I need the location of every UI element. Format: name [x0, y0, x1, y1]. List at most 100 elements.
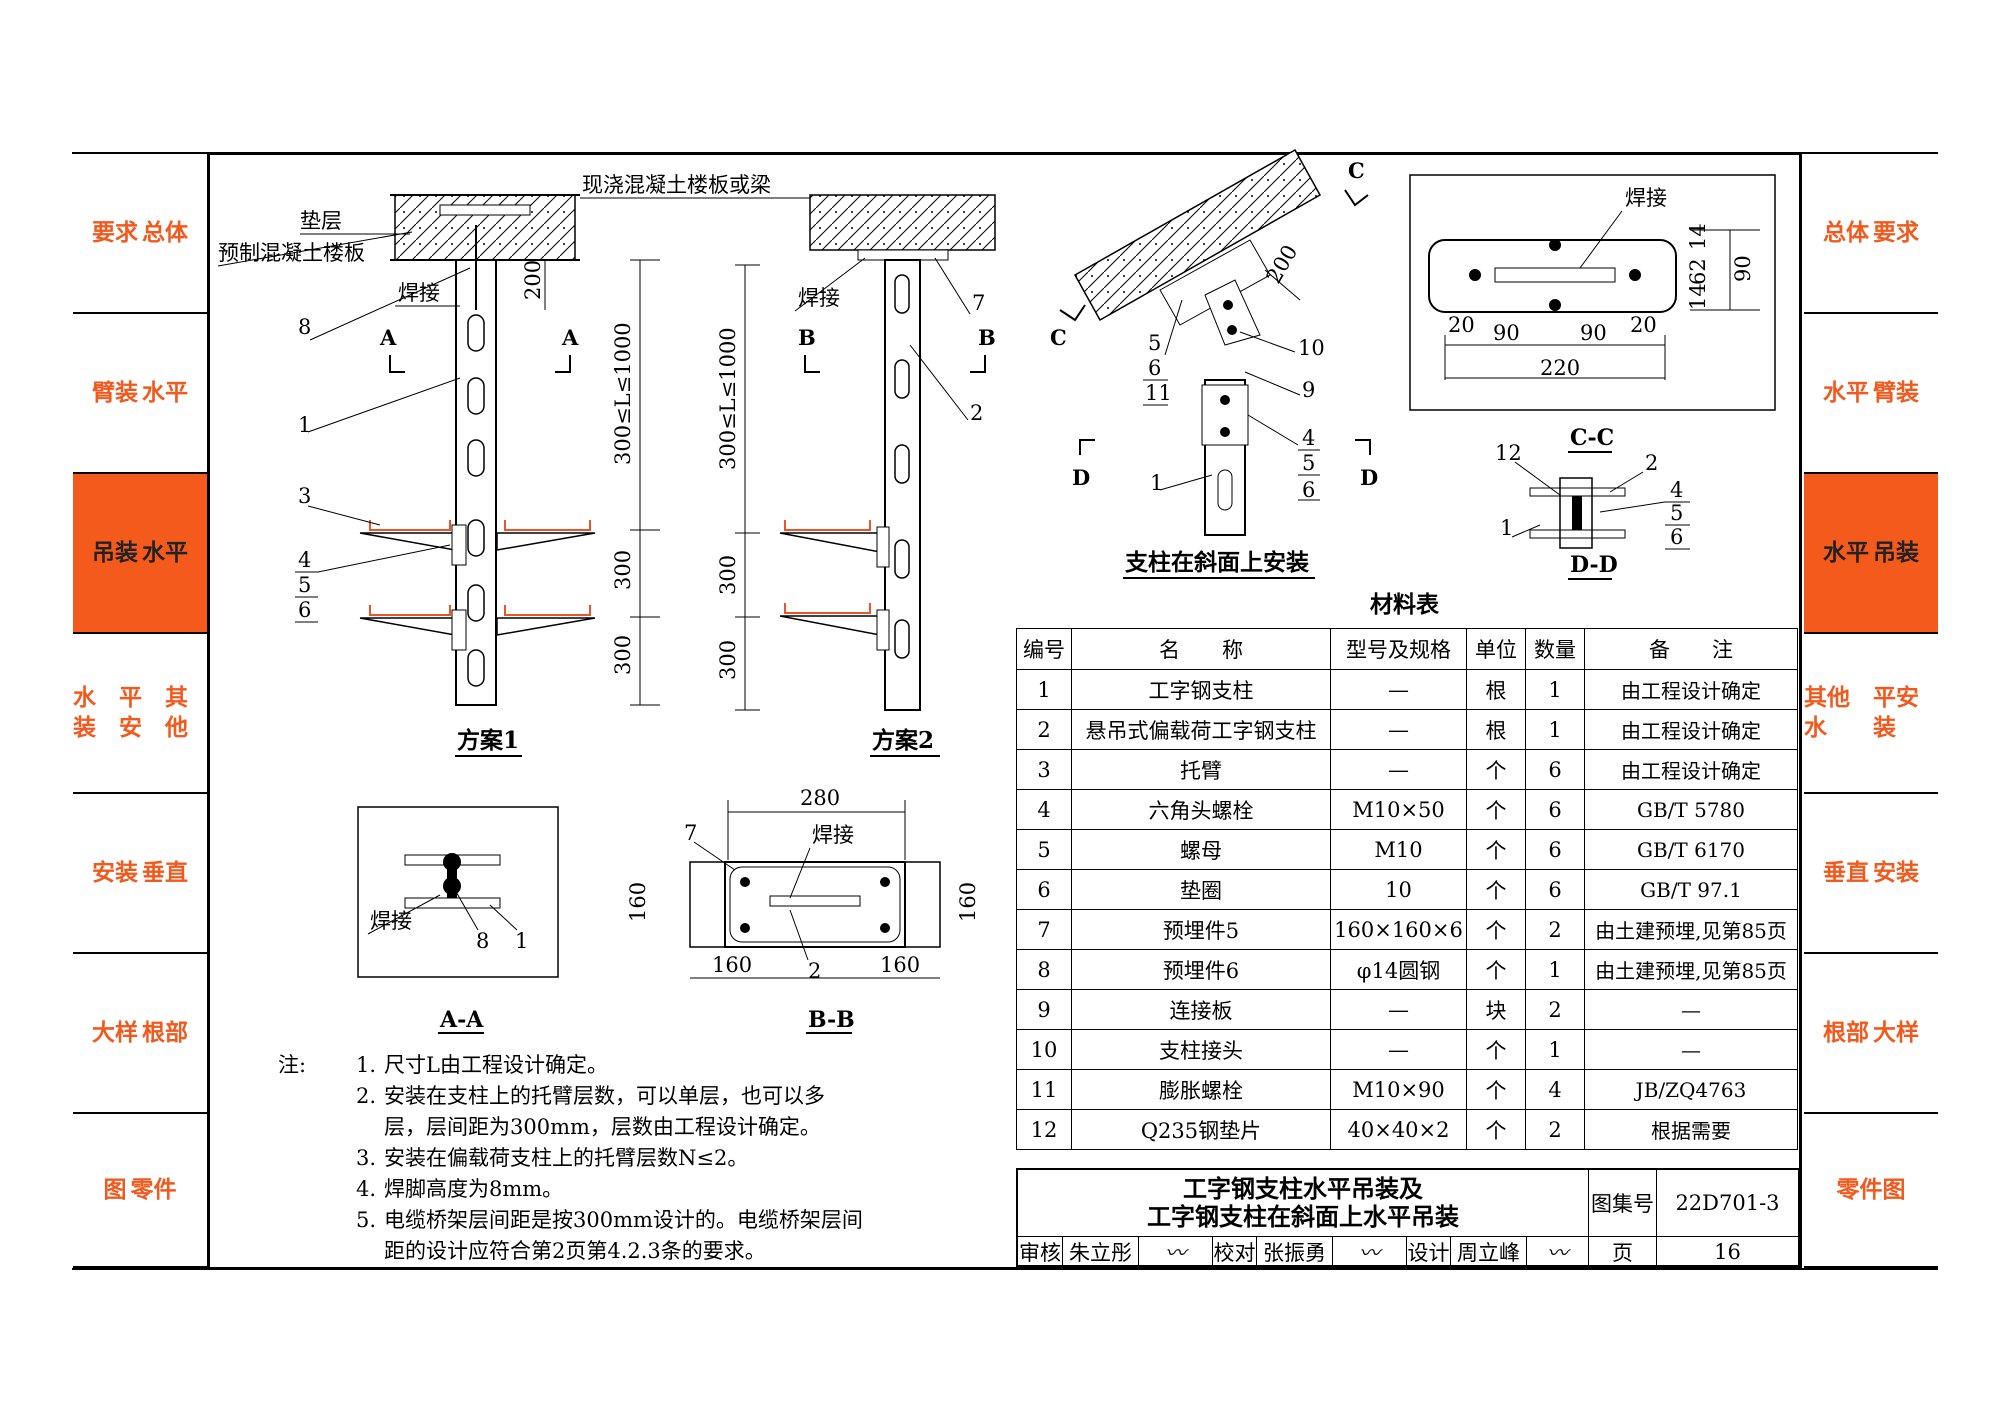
- col-name: 名 称: [1071, 628, 1331, 670]
- design-signature: 〰: [1526, 1236, 1588, 1267]
- material-cell: GB/T 5780: [1584, 789, 1798, 830]
- material-cell: 6: [1525, 829, 1585, 870]
- svg-text:5: 5: [1148, 331, 1161, 355]
- material-cell: 1: [1525, 709, 1585, 750]
- cc-section: 焊接 20 90 90 20 220 14 62 14 90 C-C: [1409, 174, 1776, 453]
- slope-title: 支柱在斜面上安装: [1124, 549, 1309, 576]
- material-cell: —: [1330, 749, 1467, 790]
- material-cell: 8: [1016, 949, 1072, 990]
- material-cell: 2: [1525, 1109, 1585, 1150]
- left-tab-vertical[interactable]: 垂直安装: [73, 792, 207, 952]
- bb-section: 280 160 160 160 160 焊接 7 2 B-B: [626, 786, 980, 1034]
- material-cell: 螺母: [1071, 829, 1331, 870]
- material-cell: —: [1584, 989, 1798, 1030]
- material-cell: 根据需要: [1584, 1109, 1798, 1150]
- cc-dim-14a: 14: [1686, 223, 1710, 250]
- svg-text:6: 6: [1148, 356, 1161, 380]
- right-tab-root[interactable]: 大样根部: [1804, 952, 1938, 1112]
- col-unit: 单位: [1466, 628, 1526, 670]
- svg-text:1: 1: [1500, 516, 1513, 540]
- aa-title: A-A: [439, 1007, 484, 1033]
- cc-dim-20a: 20: [1448, 313, 1475, 337]
- material-cell: GB/T 6170: [1584, 829, 1798, 870]
- s1-sec-a-left: A: [379, 325, 397, 350]
- material-cell: 由工程设计确定: [1584, 669, 1798, 710]
- svg-text:6: 6: [298, 598, 311, 622]
- right-tab-hang[interactable]: 吊装水平: [1804, 472, 1938, 632]
- left-tab-other[interactable]: 其他平安水装: [73, 632, 207, 792]
- aa-section: 焊接 8 1 A-A: [357, 806, 559, 1034]
- check-signature: 〰: [1332, 1236, 1406, 1267]
- svg-text:5: 5: [1302, 451, 1315, 475]
- left-tab-hang[interactable]: 水平吊装: [73, 472, 207, 632]
- right-tab-vertical[interactable]: 安装垂直: [1804, 792, 1938, 952]
- svg-text:3: 3: [298, 484, 311, 508]
- s2-sec-b-right: B: [978, 325, 996, 350]
- material-cell: —: [1330, 669, 1467, 710]
- svg-text:11: 11: [1145, 381, 1172, 405]
- bb-title: B-B: [808, 1007, 855, 1033]
- note-line: 注:1.尺寸L由工程设计确定。: [278, 1050, 863, 1081]
- material-cell: 个: [1466, 949, 1526, 990]
- cc-dim-90b: 90: [1580, 321, 1607, 345]
- notes: 注:1.尺寸L由工程设计确定。2.安装在支柱上的托臂层数，可以单层，也可以多层，…: [278, 1050, 863, 1267]
- material-cell: 个: [1466, 1109, 1526, 1150]
- cc-weld: 焊接: [1625, 186, 1667, 210]
- note-text: 尺寸L由工程设计确定。: [384, 1053, 608, 1077]
- note-text: 电缆桥架层间距是按300mm设计的。电缆桥架层间: [384, 1208, 863, 1232]
- material-cell: 1: [1016, 669, 1072, 710]
- material-cell: —: [1330, 1029, 1467, 1070]
- material-cell: 6: [1525, 749, 1585, 790]
- material-cell: 根: [1466, 709, 1526, 750]
- right-tab-other[interactable]: 平安装其他水: [1804, 632, 1938, 792]
- slope-sec-c-left: C: [1050, 325, 1067, 350]
- right-tab-arm[interactable]: 臂装水平: [1804, 312, 1938, 472]
- s2-dim-300a: 300: [716, 555, 740, 595]
- material-cell: 160×160×6: [1330, 909, 1467, 950]
- left-tab-root[interactable]: 根部大样: [73, 952, 207, 1112]
- s2-label-weld: 焊接: [798, 286, 840, 310]
- note-text: 安装在支柱上的托臂层数，可以单层，也可以多: [384, 1084, 825, 1108]
- left-tab-arm[interactable]: 水平臂装: [73, 312, 207, 472]
- svg-text:4: 4: [298, 548, 311, 572]
- material-cell: M10×50: [1330, 789, 1467, 830]
- svg-text:4: 4: [1302, 426, 1315, 450]
- left-tab-general[interactable]: 总体要求: [73, 152, 207, 312]
- page-label: 页: [1588, 1236, 1656, 1267]
- cc-dim-20b: 20: [1630, 313, 1657, 337]
- material-cell: 1: [1525, 949, 1585, 990]
- slope-sec-d-left: D: [1072, 465, 1090, 490]
- right-tab-parts[interactable]: 零件图: [1804, 1112, 1938, 1268]
- note-prefix: [278, 1174, 322, 1205]
- review-label: 审核: [1019, 1240, 1061, 1265]
- material-cell: 3: [1016, 749, 1072, 790]
- s2-dim-L: 300≤L≤1000: [716, 327, 740, 470]
- design-name: 周立峰: [1450, 1236, 1526, 1267]
- col-spec: 型号及规格: [1330, 628, 1467, 670]
- title-block: 工字钢支柱水平吊装及工字钢支柱在斜面上水平吊装 图集号 22D701-3 审核 …: [1016, 1168, 1800, 1267]
- note-number: 4.: [355, 1177, 376, 1201]
- material-cell: 4: [1525, 1069, 1585, 1110]
- right-tab-general[interactable]: 要求总体: [1804, 152, 1938, 312]
- material-cell: GB/T 97.1: [1584, 869, 1798, 910]
- svg-text:2: 2: [1645, 451, 1658, 475]
- note-line: 层，层间距为300mm，层数由工程设计确定。: [278, 1112, 863, 1143]
- bb-dim-280: 280: [800, 786, 840, 810]
- note-number: 3.: [355, 1146, 376, 1170]
- col-no: 编号: [1016, 628, 1072, 670]
- svg-text:6: 6: [1670, 525, 1683, 549]
- material-cell: 悬吊式偏载荷工字钢支柱: [1071, 709, 1331, 750]
- atlas-label: 图集号: [1588, 1170, 1656, 1236]
- left-tab-parts[interactable]: 零件图: [73, 1112, 207, 1268]
- cc-dim-90a: 90: [1493, 321, 1520, 345]
- material-cell: 块: [1466, 989, 1526, 1030]
- material-cell: 由土建预埋,见第85页: [1584, 949, 1798, 990]
- review-signature: 〰: [1138, 1236, 1212, 1267]
- material-cell: —: [1330, 989, 1467, 1030]
- svg-text:8: 8: [298, 315, 311, 339]
